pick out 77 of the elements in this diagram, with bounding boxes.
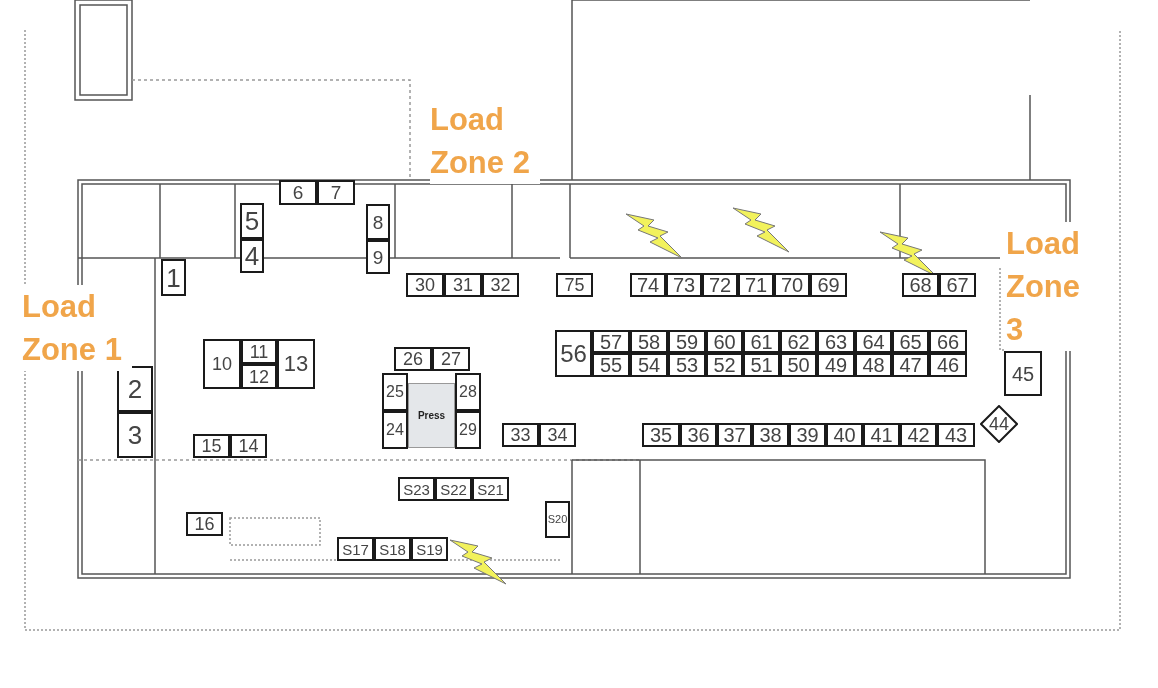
booth: 70	[774, 273, 810, 297]
booth: 6	[279, 180, 317, 205]
booth: 52	[706, 353, 743, 377]
booth: 12	[241, 364, 277, 389]
booth: S18	[374, 537, 411, 561]
booth: 73	[666, 273, 702, 297]
booth: 51	[743, 353, 780, 377]
booth: 36	[680, 423, 717, 447]
booth: 10	[203, 339, 241, 389]
booth: 2	[117, 366, 153, 412]
booth: 32	[482, 273, 519, 297]
booth: 48	[855, 353, 892, 377]
booth: 8	[366, 204, 390, 240]
booth: 66	[929, 330, 967, 353]
booth: 13	[277, 339, 315, 389]
booth: 50	[780, 353, 817, 377]
booth: 38	[752, 423, 789, 447]
booth: 41	[863, 423, 900, 447]
booth: 44	[980, 405, 1018, 443]
booth: 61	[743, 330, 780, 353]
booth: 31	[444, 273, 482, 297]
booth: 1	[161, 259, 186, 296]
booth: 5	[240, 203, 264, 239]
booth: 65	[892, 330, 929, 353]
booth: 57	[592, 330, 630, 353]
booth: 56	[555, 330, 592, 377]
booth: 47	[892, 353, 929, 377]
booth: 63	[817, 330, 855, 353]
booth: 7	[317, 180, 355, 205]
booth: 60	[706, 330, 743, 353]
booth: 72	[702, 273, 738, 297]
booth: 16	[186, 512, 223, 536]
booth: 71	[738, 273, 774, 297]
zone-label: Load Zone 1	[22, 285, 132, 371]
booth: 24	[382, 411, 408, 449]
booth: S22	[435, 477, 472, 501]
booth: 58	[630, 330, 668, 353]
booth: 25	[382, 373, 408, 411]
booth: 53	[668, 353, 706, 377]
booth: 26	[394, 347, 432, 371]
booth: S20	[545, 501, 570, 538]
booth: 69	[810, 273, 847, 297]
booth: 75	[556, 273, 593, 297]
booth: 59	[668, 330, 706, 353]
booth: 3	[117, 412, 153, 458]
booth: 14	[230, 434, 267, 458]
booth: S23	[398, 477, 435, 501]
booth: 54	[630, 353, 668, 377]
press-area: Press	[408, 383, 455, 448]
booth: S17	[337, 537, 374, 561]
booth: 30	[406, 273, 444, 297]
booth: 15	[193, 434, 230, 458]
booth: S21	[472, 477, 509, 501]
booth: 4	[240, 239, 264, 273]
booth: S19	[411, 537, 448, 561]
booth: 64	[855, 330, 892, 353]
booth: 46	[929, 353, 967, 377]
booth: 62	[780, 330, 817, 353]
booth: 43	[937, 423, 975, 447]
booth: 49	[817, 353, 855, 377]
booth: 33	[502, 423, 539, 447]
booth: 68	[902, 273, 939, 297]
booth: 9	[366, 240, 390, 274]
booth: 45	[1004, 351, 1042, 396]
booth: 67	[939, 273, 976, 297]
booth: 27	[432, 347, 470, 371]
booth: 39	[789, 423, 826, 447]
booth: 28	[455, 373, 481, 411]
booth: 40	[826, 423, 863, 447]
booth: 29	[455, 411, 481, 449]
booth: 37	[717, 423, 752, 447]
booth: 42	[900, 423, 937, 447]
booth: 55	[592, 353, 630, 377]
booth: 35	[642, 423, 680, 447]
booth: 11	[241, 339, 277, 364]
booth: 74	[630, 273, 666, 297]
booth: 34	[539, 423, 576, 447]
